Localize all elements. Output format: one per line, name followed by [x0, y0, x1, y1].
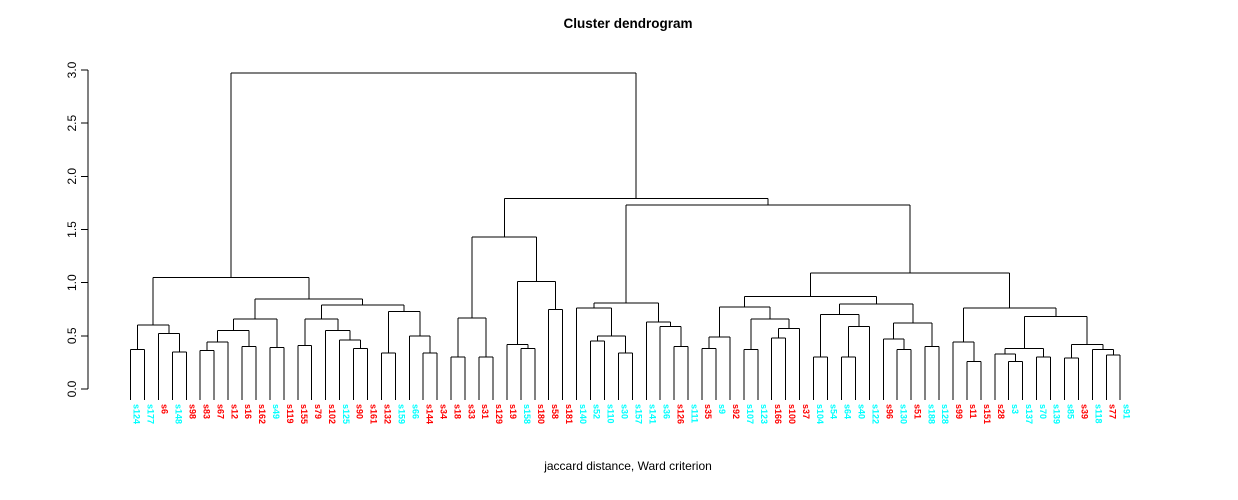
svg-text:s77: s77 [1108, 404, 1118, 419]
chart-title: Cluster dendrogram [563, 16, 693, 31]
svg-text:s157: s157 [634, 404, 644, 424]
svg-text:s102: s102 [327, 404, 337, 424]
svg-text:s107: s107 [745, 404, 755, 424]
svg-text:s119: s119 [285, 404, 295, 424]
svg-text:s35: s35 [703, 404, 713, 419]
svg-text:0.5: 0.5 [65, 327, 79, 344]
svg-text:s83: s83 [201, 404, 211, 419]
svg-text:s92: s92 [731, 404, 741, 419]
svg-text:s58: s58 [550, 404, 560, 419]
svg-text:s79: s79 [313, 404, 323, 419]
svg-text:s51: s51 [912, 404, 922, 419]
svg-text:s70: s70 [1038, 404, 1048, 419]
svg-text:s130: s130 [898, 404, 908, 424]
svg-text:s100: s100 [787, 404, 797, 424]
svg-text:s188: s188 [926, 404, 936, 424]
svg-text:s162: s162 [257, 404, 267, 424]
svg-text:s64: s64 [843, 404, 853, 419]
svg-text:s67: s67 [215, 404, 225, 419]
svg-text:s39: s39 [1080, 404, 1090, 419]
svg-text:s6: s6 [160, 404, 170, 414]
svg-text:s122: s122 [871, 404, 881, 424]
svg-text:s28: s28 [996, 404, 1006, 419]
svg-text:s159: s159 [397, 404, 407, 424]
svg-text:s124: s124 [132, 404, 142, 424]
svg-text:s99: s99 [954, 404, 964, 419]
svg-text:s12: s12 [229, 404, 239, 419]
svg-text:s66: s66 [411, 404, 421, 419]
svg-text:s155: s155 [299, 404, 309, 424]
svg-text:s98: s98 [187, 404, 197, 419]
svg-text:s161: s161 [369, 404, 379, 424]
svg-text:s129: s129 [494, 404, 504, 424]
svg-text:s158: s158 [522, 404, 532, 424]
svg-text:s34: s34 [438, 404, 448, 419]
svg-text:s37: s37 [801, 404, 811, 419]
svg-text:s128: s128 [940, 404, 950, 424]
svg-text:s180: s180 [536, 404, 546, 424]
svg-text:2.0: 2.0 [65, 168, 79, 185]
svg-text:s40: s40 [857, 404, 867, 419]
svg-text:s148: s148 [174, 404, 184, 424]
svg-text:s104: s104 [815, 404, 825, 424]
x-axis-label: jaccard distance, Ward criterion [544, 459, 712, 473]
svg-text:s166: s166 [773, 404, 783, 424]
svg-text:s91: s91 [1121, 404, 1131, 419]
svg-text:s18: s18 [452, 404, 462, 419]
svg-text:s181: s181 [564, 404, 574, 424]
svg-text:s151: s151 [982, 404, 992, 424]
svg-text:1.0: 1.0 [65, 274, 79, 291]
svg-text:s132: s132 [383, 404, 393, 424]
svg-text:1.5: 1.5 [65, 221, 79, 238]
svg-text:s36: s36 [661, 404, 671, 419]
svg-text:s54: s54 [829, 404, 839, 419]
svg-text:s177: s177 [146, 404, 156, 424]
svg-text:s31: s31 [480, 404, 490, 419]
svg-text:s141: s141 [647, 404, 657, 424]
svg-text:3.0: 3.0 [65, 61, 79, 78]
svg-text:s9: s9 [717, 404, 727, 414]
svg-text:s144: s144 [424, 404, 434, 424]
svg-text:s126: s126 [675, 404, 685, 424]
svg-text:2.5: 2.5 [65, 115, 79, 132]
svg-text:s19: s19 [508, 404, 518, 419]
svg-text:s52: s52 [592, 404, 602, 419]
svg-text:s96: s96 [884, 404, 894, 419]
svg-text:s125: s125 [341, 404, 351, 424]
svg-text:s137: s137 [1024, 404, 1034, 424]
svg-text:s90: s90 [355, 404, 365, 419]
svg-text:s49: s49 [271, 404, 281, 419]
svg-text:s139: s139 [1052, 404, 1062, 424]
svg-text:s33: s33 [466, 404, 476, 419]
svg-text:s16: s16 [243, 404, 253, 419]
svg-text:s30: s30 [620, 404, 630, 419]
svg-text:s11: s11 [968, 404, 978, 419]
svg-text:s118: s118 [1094, 404, 1104, 424]
svg-text:0.0: 0.0 [65, 380, 79, 397]
svg-text:s140: s140 [578, 404, 588, 424]
svg-text:s123: s123 [759, 404, 769, 424]
svg-text:s85: s85 [1066, 404, 1076, 419]
svg-text:s111: s111 [689, 404, 699, 423]
svg-text:s3: s3 [1010, 404, 1020, 414]
svg-text:s110: s110 [606, 404, 616, 424]
